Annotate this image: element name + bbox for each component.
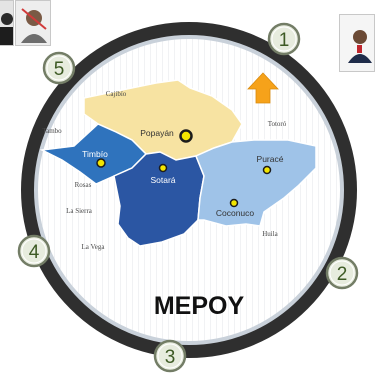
thumbnail-photo-left-2 [15,0,51,46]
person-photo-icon [16,1,50,45]
person-photo-icon [0,1,13,45]
region-label-purace: Puracé [257,154,284,164]
region-purace-coconuco [195,139,317,227]
region-label-timbio: Timbío [82,149,108,159]
map [39,79,317,247]
town-marker-icon [229,198,239,208]
step-number: 2 [337,264,348,285]
neighbor-label: Tambo [42,127,62,135]
step-number: 1 [279,30,290,51]
thumbnail-photo-left-1 [0,0,14,46]
step-badge-5: 5 [42,51,76,85]
neighbor-label: Totoró [268,120,287,128]
map-markers [96,129,272,208]
up-arrow-icon [247,72,279,104]
town-marker-icon [96,158,106,168]
town-marker-icon [262,165,272,175]
cycle-ring-outer [21,22,357,358]
step-number: 5 [54,59,65,80]
region-label-coconuco: Coconuco [216,208,255,218]
neighbor-label: Rosas [75,181,92,189]
step-badge-2: 2 [325,256,359,290]
center-label: MEPOY [154,292,245,320]
step-badge-3: 3 [153,339,187,373]
city-marker-icon [179,129,193,143]
step-number: 4 [29,242,40,263]
region-label-sotara: Sotará [150,175,175,185]
neighbor-label: La Vega [82,243,106,251]
step-badge-1: 1 [267,22,301,56]
person-photo-icon [340,15,374,71]
step-number: 3 [165,347,176,368]
region-label-popayan: Popayán [140,128,174,138]
neighbor-label: Huila [262,230,278,238]
neighbor-label: La Sierra [66,207,93,215]
neighbor-label: Cajibío [106,90,127,98]
town-marker-icon [158,163,168,173]
step-badge-4: 4 [17,234,51,268]
cycle-ring-inner [34,35,344,345]
